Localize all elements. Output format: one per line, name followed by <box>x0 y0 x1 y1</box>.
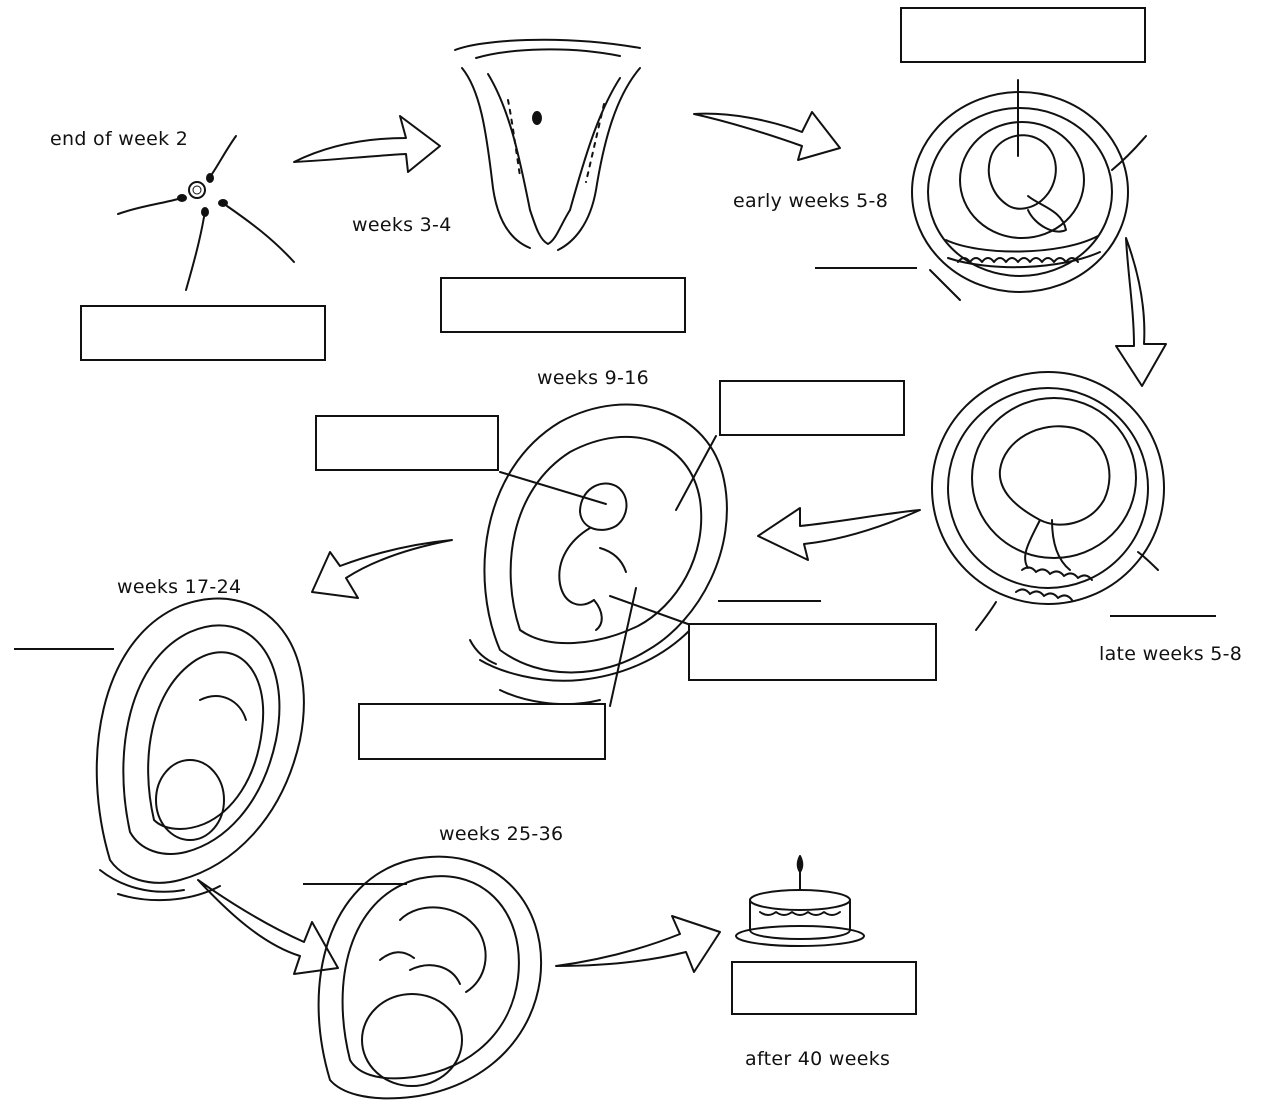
embryo-icon <box>932 372 1164 630</box>
label-weeks-25-36: weeks 25-36 <box>439 823 563 845</box>
label-late-weeks-5-8: late weeks 5-8 <box>1099 643 1242 665</box>
answer-box[interactable] <box>719 380 905 436</box>
fetus-icon <box>319 857 542 1099</box>
fetus-icon <box>97 599 304 901</box>
label-weeks-17-24: weeks 17-24 <box>117 576 241 598</box>
label-after-40-weeks: after 40 weeks <box>745 1048 890 1070</box>
answer-box[interactable] <box>900 7 1146 63</box>
label-weeks-9-16: weeks 9-16 <box>537 367 649 389</box>
sperm-egg-icon <box>118 136 294 290</box>
arrow-icon <box>694 112 840 160</box>
arrow-icon <box>198 880 338 974</box>
blank-line[interactable] <box>303 883 407 885</box>
arrow-icon <box>758 508 920 560</box>
blank-line[interactable] <box>14 648 114 650</box>
embryo-icon <box>912 92 1146 300</box>
arrow-icon <box>1116 238 1166 386</box>
arrow-icon <box>312 540 452 598</box>
answer-box[interactable] <box>358 703 606 760</box>
arrow-icon <box>556 916 720 972</box>
label-early-weeks-5-8: early weeks 5-8 <box>733 190 888 212</box>
birthday-cake-icon <box>736 856 864 946</box>
blank-line[interactable] <box>718 600 821 602</box>
blank-line[interactable] <box>815 267 917 269</box>
answer-box[interactable] <box>688 623 937 681</box>
label-end-week-2: end of week 2 <box>50 128 188 150</box>
answer-box[interactable] <box>80 305 326 361</box>
arrow-icon <box>294 116 440 172</box>
uterus-icon <box>455 40 640 250</box>
answer-box[interactable] <box>315 415 499 471</box>
blank-line[interactable] <box>1110 615 1216 617</box>
label-weeks-3-4: weeks 3-4 <box>352 214 452 236</box>
answer-box[interactable] <box>731 961 917 1015</box>
answer-box[interactable] <box>440 277 686 333</box>
